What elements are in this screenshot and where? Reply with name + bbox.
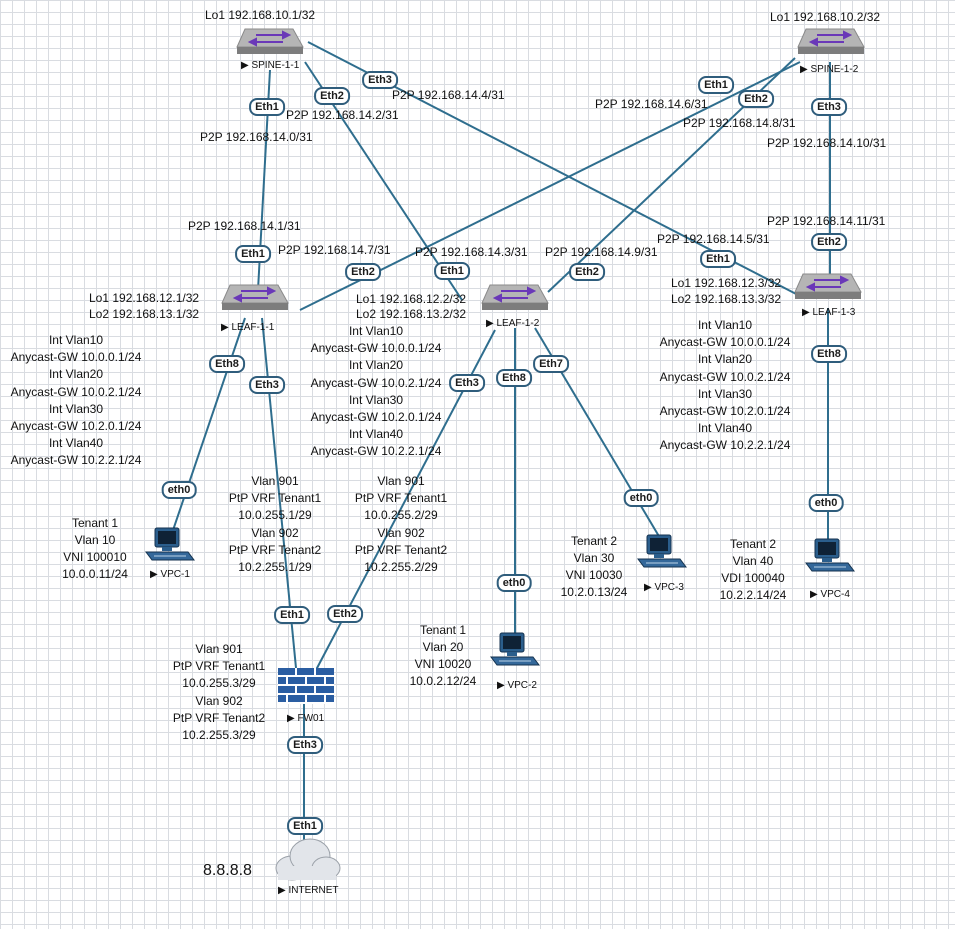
spine-1-1-name[interactable]: ▶ SPINE-1-1: [241, 60, 300, 71]
port-badge[interactable]: eth0: [161, 481, 197, 499]
port-badge[interactable]: Eth3: [249, 376, 285, 394]
port-badge[interactable]: Eth1: [274, 606, 310, 624]
port-badge[interactable]: Eth3: [811, 98, 847, 116]
port-badge[interactable]: Eth2: [345, 263, 381, 281]
port-badge[interactable]: Eth3: [449, 374, 485, 392]
vpc-3-name[interactable]: ▶ VPC-3: [644, 582, 684, 593]
leaf-1-1-name[interactable]: ▶ LEAF-1-1: [221, 322, 275, 333]
leaf-1-2-node: [481, 284, 549, 311]
port-badge[interactable]: eth0: [496, 574, 532, 592]
p2p-label: P2P 192.168.14.10/31: [767, 136, 887, 150]
port-badge[interactable]: Eth2: [569, 263, 605, 281]
port-badge[interactable]: Eth1: [700, 250, 736, 268]
p2p-label: P2P 192.168.14.4/31: [392, 88, 505, 102]
p2p-label: P2P 192.168.14.3/31: [415, 245, 528, 259]
port-badge[interactable]: Eth3: [287, 736, 323, 754]
port-badge[interactable]: Eth1: [235, 245, 271, 263]
port-badge[interactable]: eth0: [808, 494, 844, 512]
port-badge[interactable]: Eth2: [327, 605, 363, 623]
leaf-1-2-lo1: Lo1 192.168.12.2/32: [356, 292, 467, 306]
internet-cloud-node: [275, 838, 341, 881]
port-badge[interactable]: Eth3: [362, 71, 398, 89]
leaf-1-1-node: [221, 284, 289, 311]
port-badge[interactable]: Eth1: [287, 817, 323, 835]
internet-ip-label: 8.8.8.8: [203, 862, 252, 879]
spine-1-2-loopback: Lo1 192.168.10.2/32: [770, 10, 881, 24]
port-badge[interactable]: Eth7: [533, 355, 569, 373]
p2p-label: P2P 192.168.14.7/31: [278, 243, 391, 257]
p2p-label: P2P 192.168.14.2/31: [286, 108, 399, 122]
p2p-label: P2P 192.168.14.5/31: [657, 232, 770, 246]
leaf-1-1-lo1: Lo1 192.168.12.1/32: [89, 291, 200, 305]
leaf-1-3-node: [794, 273, 862, 300]
port-badge[interactable]: Eth8: [209, 355, 245, 373]
leaf-1-1-lo2: Lo2 192.168.13.1/32: [89, 307, 200, 321]
p2p-label: P2P 192.168.14.8/31: [683, 116, 796, 130]
firewall-node: [278, 668, 334, 704]
port-badge[interactable]: eth0: [623, 489, 659, 507]
p2p-label: P2P 192.168.14.0/31: [200, 130, 313, 144]
vpc-1-name[interactable]: ▶ VPC-1: [150, 569, 190, 580]
vpc-4-node: [805, 538, 855, 572]
spine-1-2-name[interactable]: ▶ SPINE-1-2: [800, 64, 859, 75]
p2p-label: P2P 192.168.14.1/31: [188, 219, 301, 233]
spine-1-1-loopback: Lo1 192.168.10.1/32: [205, 8, 316, 22]
port-badge[interactable]: Eth2: [811, 233, 847, 251]
vpc-2-name[interactable]: ▶ VPC-2: [497, 680, 537, 691]
port-badge[interactable]: Eth1: [434, 262, 470, 280]
leaf-1-3-lo2: Lo2 192.168.13.3/32: [671, 292, 782, 306]
leaf-1-2-lo2: Lo2 192.168.13.2/32: [356, 307, 467, 321]
vpc-4-name[interactable]: ▶ VPC-4: [810, 589, 850, 600]
port-badge[interactable]: Eth8: [496, 369, 532, 387]
p2p-label: P2P 192.168.14.11/31: [767, 214, 886, 228]
port-badge[interactable]: Eth2: [314, 87, 350, 105]
leaf-1-3-lo1: Lo1 192.168.12.3/32: [671, 276, 782, 290]
leaf-1-2-name[interactable]: ▶ LEAF-1-2: [486, 318, 540, 329]
vpc-2-node: [490, 632, 540, 666]
port-badge[interactable]: Eth8: [811, 345, 847, 363]
p2p-label: P2P 192.168.14.9/31: [545, 245, 658, 259]
p2p-label: P2P 192.168.14.6/31: [595, 97, 708, 111]
port-badge[interactable]: Eth1: [249, 98, 285, 116]
vpc-3-node: [637, 534, 687, 568]
port-badge[interactable]: Eth2: [738, 90, 774, 108]
spine-1-2-node: [797, 28, 865, 55]
port-badge[interactable]: Eth1: [698, 76, 734, 94]
leaf-1-3-name[interactable]: ▶ LEAF-1-3: [802, 307, 856, 318]
fw01-name[interactable]: ▶ FW01: [287, 713, 325, 724]
vpc-1-node: [145, 527, 195, 561]
spine-1-1-node: [236, 28, 304, 55]
link-spine2-leaf1: [299, 61, 801, 311]
internet-name[interactable]: ▶ INTERNET: [278, 885, 339, 896]
